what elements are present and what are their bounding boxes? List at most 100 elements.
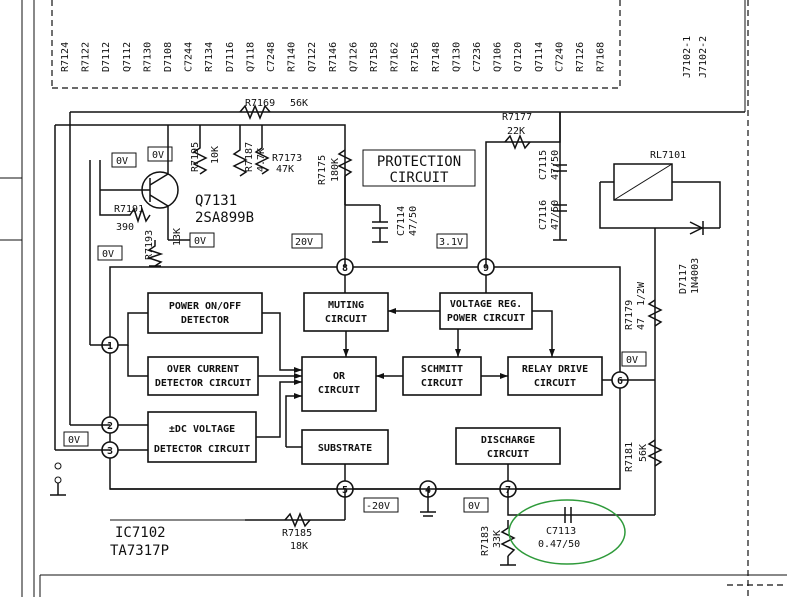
block-schmitt-circuit: SCHMITT CIRCUIT — [402, 356, 482, 396]
connector-ref-3: Q7112 — [122, 42, 133, 72]
connector-ref-right-1: J7102-2 — [698, 36, 709, 78]
diode-d7117 — [689, 221, 704, 235]
resistor-r7175 — [337, 149, 353, 177]
block-over-current-detector: OVER CURRENT DETECTOR CIRCUIT — [147, 356, 259, 396]
block-label-line2: POWER CIRCUIT — [447, 313, 525, 324]
external-wiring — [54, 0, 746, 521]
connector-ref-20: C7236 — [472, 42, 483, 72]
connector-ref-10: C7248 — [266, 42, 277, 72]
connector-ref-4: R7130 — [142, 42, 153, 72]
connector-ref-17: R7156 — [410, 42, 421, 72]
block-label-line2: CIRCUIT — [421, 378, 463, 389]
protection-title-line1: PROTECTION — [377, 154, 461, 170]
connector-ref-25: R7126 — [575, 42, 586, 72]
connector-ref-26: R7168 — [596, 42, 607, 72]
label-d7117-part: 1N4003 — [690, 258, 701, 294]
block-discharge-circuit: DISCHARGE CIRCUIT — [455, 427, 561, 465]
protection-title-line2: CIRCUIT — [389, 170, 449, 186]
label-r7193-ref: R7193 — [144, 230, 155, 260]
block-label-line1: OVER CURRENT — [167, 364, 239, 375]
connector-ref-2: D7112 — [101, 42, 112, 72]
block-voltage-reg: VOLTAGE REG. POWER CIRCUIT — [439, 292, 533, 330]
connector-ref-7: R7134 — [204, 42, 215, 72]
resistor-r7173 — [254, 125, 270, 175]
voltage-pin8: 20V — [295, 237, 313, 248]
connector-ref-8: D7116 — [225, 42, 236, 72]
label-q7131-part: 2SA899B — [195, 210, 254, 226]
label-r7175-ref: R7175 — [317, 155, 328, 185]
voltage-pin7: 0V — [468, 501, 480, 512]
connector-ref-9: Q7118 — [245, 42, 256, 72]
label-c7114-value: 47/50 — [408, 206, 419, 236]
label-r7179-ref: R7179 — [624, 300, 635, 330]
label-c7115-value: 47/50 — [550, 150, 561, 180]
block-power-onoff-detector: POWER ON/OFF DETECTOR — [147, 292, 263, 334]
block-label-line1: SCHMITT — [421, 364, 463, 375]
label-r7195-value: 10K — [210, 146, 221, 164]
component-symbols — [50, 104, 704, 566]
connector-ref-6: C7244 — [184, 42, 195, 72]
connector-ref-15: R7158 — [369, 42, 380, 72]
connector-ref-14: Q7126 — [348, 42, 359, 72]
connector-ref-24: C7240 — [554, 42, 565, 72]
connector-ref-11: R7140 — [287, 42, 298, 72]
block-label-line1: ±DC VOLTAGE — [169, 424, 235, 435]
resistor-r7195 — [192, 125, 208, 175]
voltage-tags: 0V 0V 0V 0V 20V 3.1V 0V 0V -20V 0V — [63, 146, 647, 513]
block-label-line1: POWER ON/OFF — [169, 301, 241, 312]
resistor-r7179 — [647, 299, 663, 327]
block-muting-circuit: MUTING CIRCUIT — [303, 292, 389, 332]
resistor-r7185 — [284, 512, 311, 528]
connector-ref-21: Q7106 — [493, 42, 504, 72]
resistor-r7169 — [239, 104, 271, 120]
label-c7114-ref: C7114 — [396, 206, 407, 236]
block-substrate: SUBSTRATE — [301, 429, 389, 465]
resistor-r7183 — [500, 520, 516, 557]
connector-ref-0: R7124 — [60, 42, 71, 72]
connector-ref-16: R7162 — [390, 42, 401, 72]
label-c7113-ref: C7113 — [546, 526, 576, 537]
block-label-line2: CIRCUIT — [487, 449, 529, 460]
pin-number: 6 — [617, 376, 623, 387]
voltage-q-emitter: 0V — [116, 156, 128, 167]
block-label-line2: CIRCUIT — [318, 385, 360, 396]
label-c7116-ref: C7116 — [538, 200, 549, 230]
label-r7179-rating: 1/2W — [636, 281, 647, 306]
voltage-pin3: 0V — [68, 435, 80, 446]
connector-ref-5: D7108 — [163, 42, 174, 72]
connector-ref-22: Q7120 — [513, 42, 524, 72]
block-dc-voltage-detector: ±DC VOLTAGE DETECTOR CIRCUIT — [147, 411, 257, 463]
block-relay-drive-circuit: RELAY DRIVE CIRCUIT — [507, 356, 603, 396]
resistor-r7187 — [232, 125, 248, 177]
block-label-line2: CIRCUIT — [325, 314, 367, 325]
label-rl7101: RL7101 — [650, 150, 686, 161]
label-r7193-value: 13K — [172, 228, 183, 246]
component-labels: R7169 56K R7177 22K R7195 10K R7187 4.7K… — [114, 98, 701, 556]
label-r7187-ref: R7187 — [244, 142, 255, 172]
voltage-pin5: -20V — [366, 501, 390, 512]
block-label-line1: DISCHARGE — [481, 435, 535, 446]
label-q7131-ref: Q7131 — [195, 193, 237, 209]
internal-wiring — [110, 267, 620, 489]
label-r7195-ref: R7195 — [190, 142, 201, 172]
label-r7173-value: 47K — [276, 164, 294, 175]
voltage-pin6: 0V — [626, 355, 638, 366]
block-label-line1: RELAY DRIVE — [522, 364, 588, 375]
terminal-node-1 — [54, 462, 62, 470]
label-r7183-value: 33K — [492, 530, 503, 548]
block-label-line2: CIRCUIT — [534, 378, 576, 389]
label-r7179-value: 47 — [636, 318, 647, 330]
label-r7181-value: 56K — [638, 444, 649, 462]
label-r7177-value: 22K — [507, 126, 525, 137]
label-r7191-value: 390 — [116, 222, 134, 233]
protection-circuit-title: PROTECTION CIRCUIT — [362, 149, 476, 187]
label-c7115-ref: C7115 — [538, 150, 549, 180]
connector-ref-13: R7146 — [328, 42, 339, 72]
block-label-line2: DETECTOR CIRCUIT — [155, 378, 251, 389]
connector-ref-23: Q7114 — [534, 42, 545, 72]
label-r7169-value: 56K — [290, 98, 308, 109]
block-label-line2: DETECTOR — [181, 315, 230, 326]
pin-number: 2 — [107, 421, 113, 432]
